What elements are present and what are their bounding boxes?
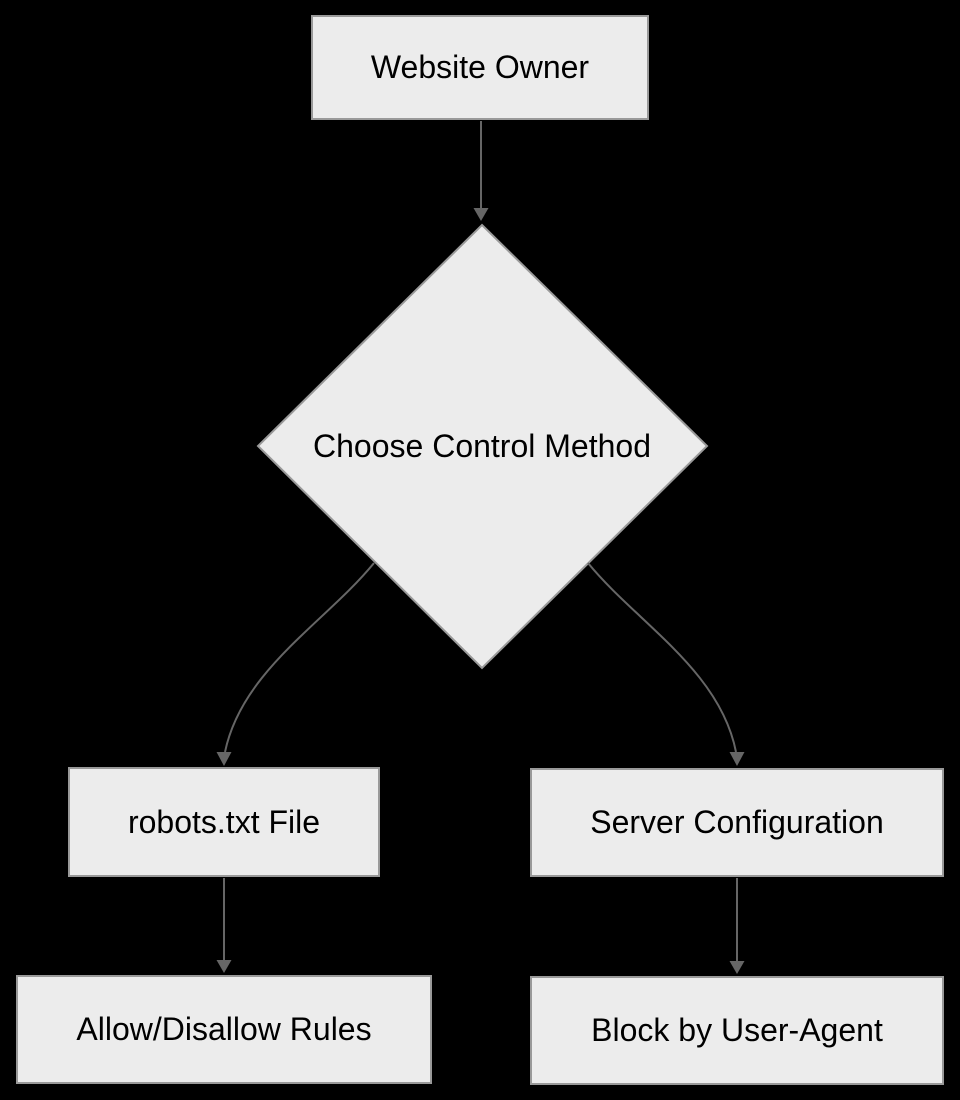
edge-choose-to-robots bbox=[224, 562, 375, 753]
arrowhead-icon bbox=[729, 752, 745, 766]
node-label: Choose Control Method bbox=[313, 427, 651, 464]
node-website-owner: Website Owner bbox=[311, 15, 649, 120]
node-label: robots.txt File bbox=[127, 803, 321, 840]
node-label: Website Owner bbox=[370, 49, 590, 85]
edge-choose-to-server bbox=[587, 562, 737, 753]
arrowhead-icon bbox=[473, 208, 489, 221]
node-label: Server Configuration bbox=[590, 804, 884, 840]
node-label: Block by User-Agent bbox=[591, 1012, 883, 1048]
node-robots-txt-file: robots.txt File bbox=[68, 767, 380, 877]
arrowhead-icon bbox=[729, 961, 745, 974]
node-block-by-user-agent: Block by User-Agent bbox=[530, 976, 944, 1085]
decision-diamond-shape bbox=[256, 223, 709, 670]
node-label: Allow/Disallow Rules bbox=[76, 1011, 372, 1047]
node-server-configuration: Server Configuration bbox=[530, 768, 944, 877]
node-choose-control-method: Choose Control Method bbox=[282, 424, 682, 468]
arrowhead-icon bbox=[216, 752, 232, 766]
arrowhead-icon bbox=[216, 960, 232, 973]
node-allow-disallow-rules: Allow/Disallow Rules bbox=[16, 975, 432, 1084]
